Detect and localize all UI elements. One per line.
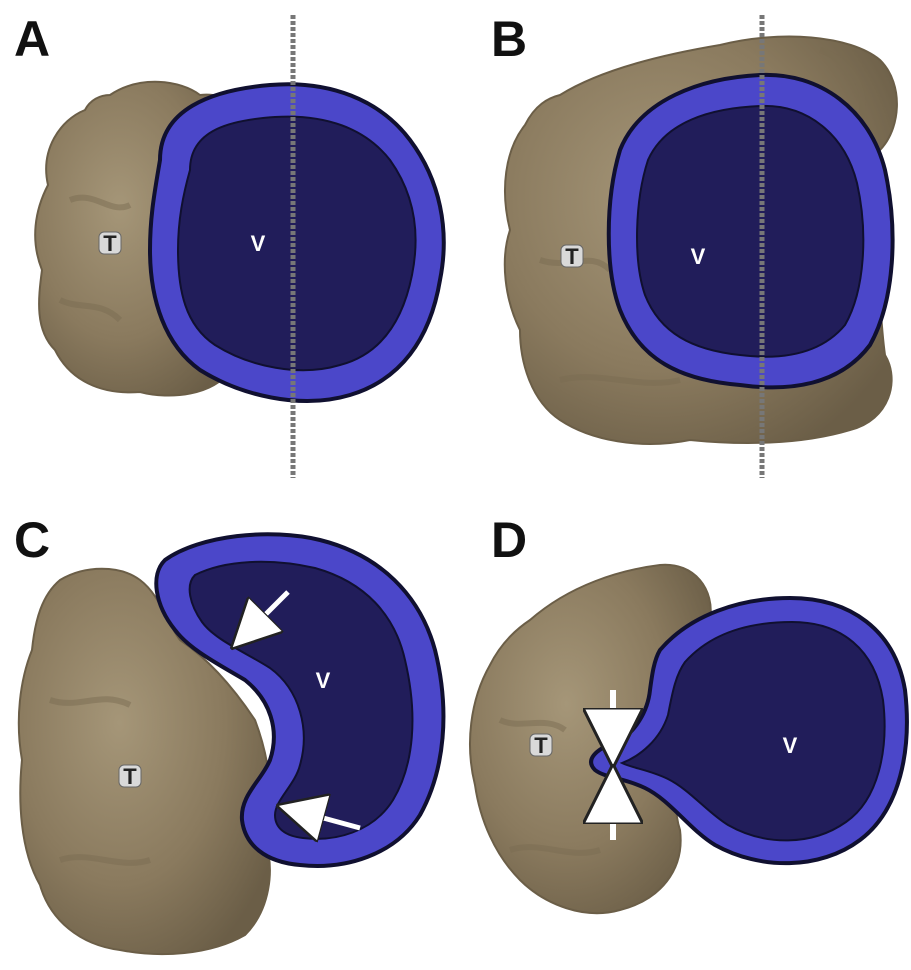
panel-d-tumor-label: T <box>534 733 548 758</box>
panel-c-vessel-label: V <box>316 668 331 693</box>
panel-a-vessel-lumen <box>178 117 416 371</box>
panel-b-vessel-label: V <box>691 244 706 269</box>
panel-b: T V <box>505 15 897 478</box>
panel-d: T V <box>470 565 907 913</box>
panel-c: T V <box>19 534 444 954</box>
panel-d-vessel-label: V <box>783 733 798 758</box>
panel-b-tumor-label: T <box>565 244 579 269</box>
panel-a-vessel-label: V <box>251 231 266 256</box>
panel-a: T V <box>35 15 444 478</box>
panel-b-vessel-lumen <box>637 106 863 357</box>
panel-a-tumor-label: T <box>103 231 117 256</box>
panel-c-tumor-label: T <box>123 764 137 789</box>
